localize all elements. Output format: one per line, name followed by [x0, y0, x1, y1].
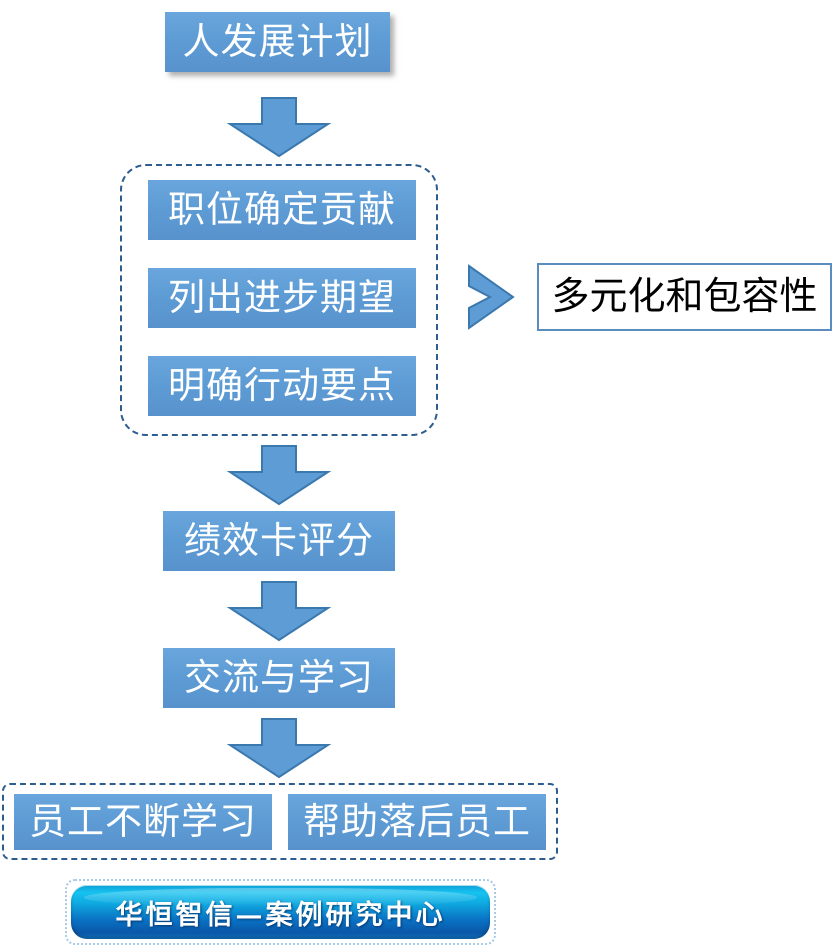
node-group-top-item-0[interactable]: 职位确定贡献 — [148, 180, 416, 240]
node-group-top-item-2-label: 明确行动要点 — [168, 364, 396, 406]
arrow-group-to-score-icon — [224, 444, 334, 506]
group-top-container — [120, 164, 438, 436]
arrow-exchange-to-group-bottom-icon — [224, 717, 334, 779]
node-exchange-label: 交流与学习 — [184, 656, 374, 698]
chevron-right-icon — [463, 263, 518, 331]
footer-banner-body: 华恒智信—案例研究中心 — [71, 885, 490, 939]
node-group-bottom-item-0[interactable]: 员工不断学习 — [14, 794, 272, 850]
group-bottom-container — [2, 783, 558, 860]
node-group-bottom-item-1-label: 帮助落后员工 — [303, 800, 531, 842]
node-group-top-item-2[interactable]: 明确行动要点 — [148, 356, 416, 416]
node-root-label: 人发展计划 — [182, 20, 373, 62]
node-callout[interactable]: 多元化和包容性 — [537, 263, 832, 331]
node-exchange[interactable]: 交流与学习 — [163, 648, 395, 708]
arrow-score-to-exchange-icon — [224, 580, 334, 642]
node-group-top-item-1[interactable]: 列出进步期望 — [148, 268, 416, 328]
node-score[interactable]: 绩效卡评分 — [163, 511, 395, 571]
node-callout-label: 多元化和包容性 — [551, 276, 818, 318]
node-score-label: 绩效卡评分 — [184, 519, 374, 561]
node-root[interactable]: 人发展计划 — [165, 12, 390, 72]
footer-banner-label: 华恒智信—案例研究中心 — [115, 899, 446, 931]
node-group-top-item-0-label: 职位确定贡献 — [168, 188, 396, 230]
footer-banner: 华恒智信—案例研究中心 — [65, 879, 496, 945]
node-group-bottom-item-1[interactable]: 帮助落后员工 — [288, 794, 546, 850]
node-group-bottom-item-0-label: 员工不断学习 — [29, 800, 257, 842]
node-group-top-item-1-label: 列出进步期望 — [168, 276, 396, 318]
arrow-root-to-group-icon — [224, 96, 334, 158]
